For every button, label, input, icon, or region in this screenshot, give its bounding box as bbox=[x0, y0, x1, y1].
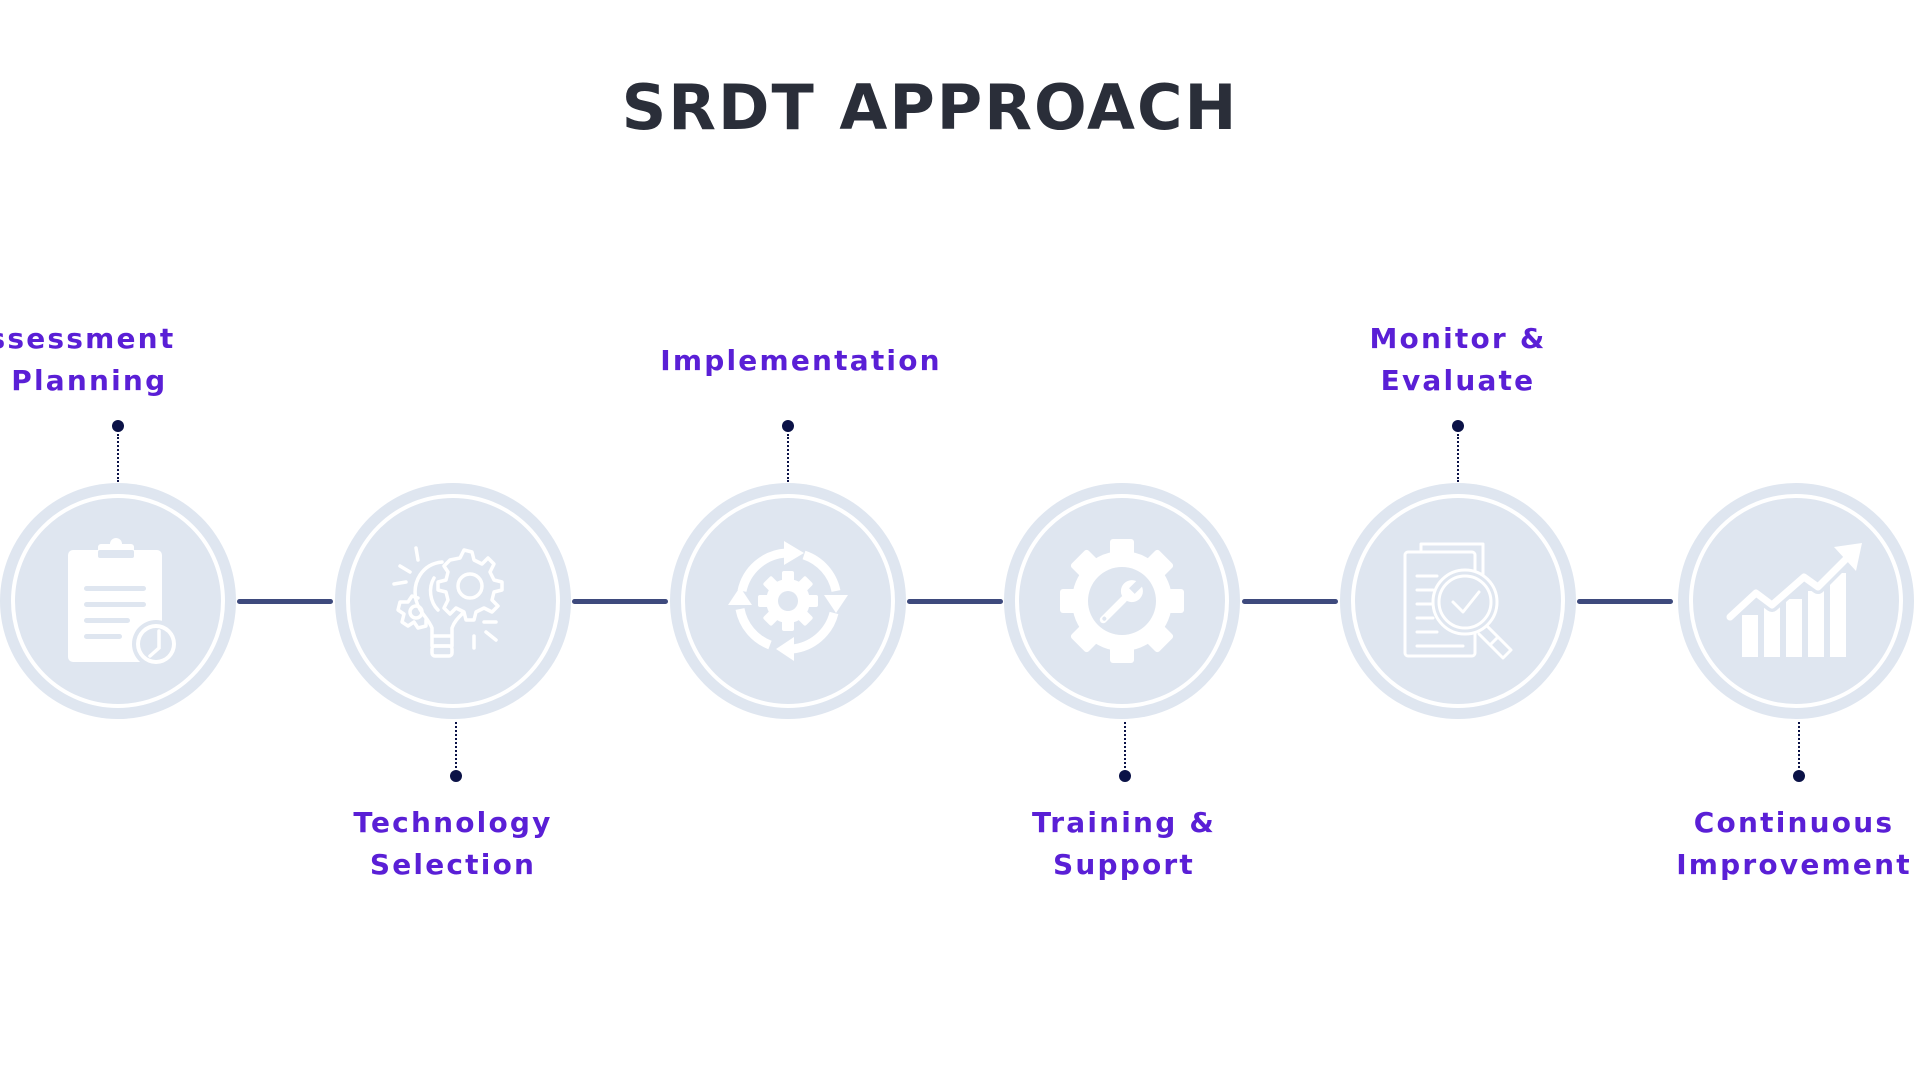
marker-dot bbox=[450, 770, 462, 782]
step-circle bbox=[335, 483, 571, 719]
step-circle bbox=[0, 483, 236, 719]
step-circle bbox=[1678, 483, 1914, 719]
step-circle bbox=[1004, 483, 1240, 719]
marker-dotted-line bbox=[1124, 722, 1126, 768]
step-circle bbox=[670, 483, 906, 719]
clipboard-clock-icon bbox=[68, 538, 178, 666]
lightbulb-gears-icon bbox=[392, 546, 504, 658]
marker-dotted-line bbox=[1798, 722, 1800, 768]
connector-line bbox=[572, 599, 668, 604]
marker-dotted-line bbox=[455, 722, 457, 768]
step-label-line: Evaluate bbox=[1380, 364, 1536, 397]
marker-dotted-line bbox=[1457, 434, 1459, 482]
connector-line bbox=[1242, 599, 1338, 604]
page-title: SRDT APPROACH bbox=[621, 71, 1239, 144]
marker-dot bbox=[1793, 770, 1805, 782]
step-label: Assessment & Planning bbox=[0, 318, 230, 402]
marker-dotted-line bbox=[787, 434, 789, 482]
step-label-line: Implementation bbox=[660, 344, 942, 377]
connector-line bbox=[907, 599, 1003, 604]
marker-dot bbox=[1119, 770, 1131, 782]
step-label: Training & Support bbox=[964, 802, 1284, 886]
step-label-line: & Planning bbox=[0, 364, 168, 397]
step-label-line: Assessment bbox=[0, 322, 176, 355]
cycle-gear-icon bbox=[728, 541, 848, 661]
step-label-line: Continuous bbox=[1693, 806, 1895, 839]
step-label: Technology Selection bbox=[293, 802, 613, 886]
document-magnifier-check-icon bbox=[1403, 542, 1513, 660]
growth-chart-icon bbox=[1726, 543, 1862, 657]
connector-line bbox=[237, 599, 333, 604]
step-label-line: Technology bbox=[353, 806, 553, 839]
marker-dot bbox=[782, 420, 794, 432]
step-label: Monitor & Evaluate bbox=[1298, 318, 1618, 402]
step-label-line: Selection bbox=[369, 848, 537, 881]
step-label-line: Improvement bbox=[1676, 848, 1912, 881]
marker-dot bbox=[112, 420, 124, 432]
step-label-line: Support bbox=[1052, 848, 1195, 881]
step-label-line: Monitor & bbox=[1369, 322, 1547, 355]
marker-dot bbox=[1452, 420, 1464, 432]
step-circle bbox=[1340, 483, 1576, 719]
gear-wrench-icon bbox=[1060, 539, 1184, 663]
marker-dotted-line bbox=[117, 434, 119, 482]
step-label: Implementation bbox=[641, 340, 961, 382]
connector-line bbox=[1577, 599, 1673, 604]
step-label: Continuous Improvement bbox=[1634, 802, 1920, 886]
step-label-line: Training & bbox=[1032, 806, 1216, 839]
